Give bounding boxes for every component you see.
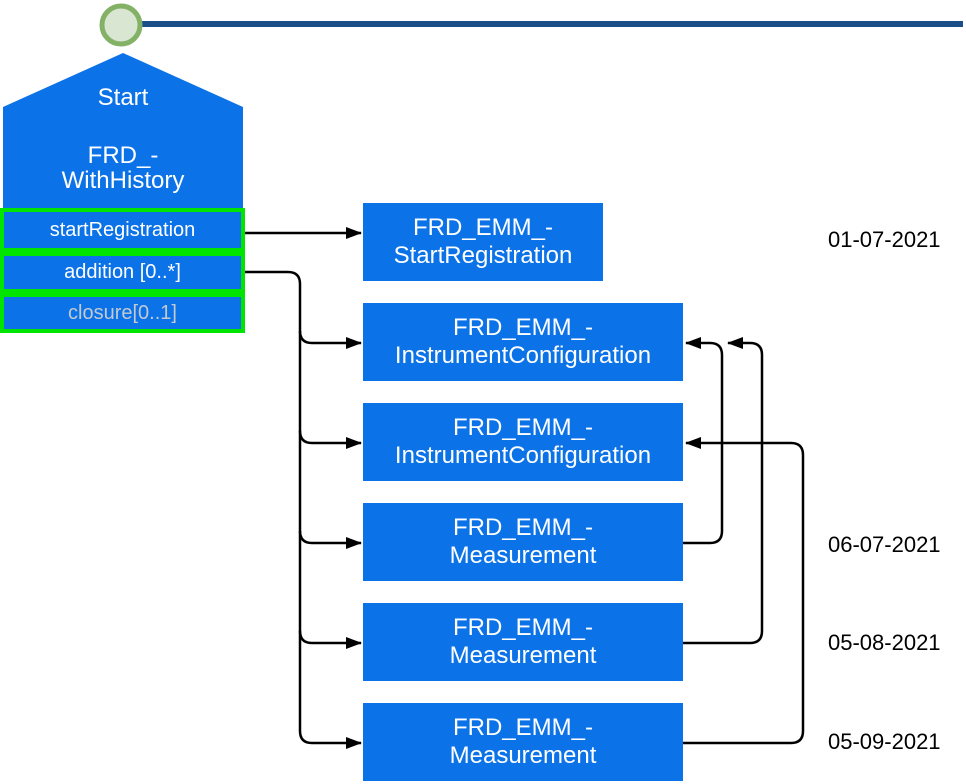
operation-label: addition [0..*] bbox=[64, 261, 181, 283]
connector-addition-trunk-to-measurement-3 bbox=[245, 270, 362, 749]
start-node-name-line1: FRD_- bbox=[87, 142, 159, 169]
event-box-instrumentconfiguration-1: FRD_EMM_- InstrumentConfiguration bbox=[363, 303, 683, 381]
start-node-title: Start bbox=[97, 84, 149, 111]
event-box-line1: FRD_EMM_- bbox=[412, 214, 553, 241]
start-event-circle bbox=[99, 3, 143, 47]
event-box-measurement-1: FRD_EMM_- Measurement bbox=[363, 503, 683, 581]
connector-addition-to-measurement-2 bbox=[298, 630, 362, 649]
operation-label: startRegistration bbox=[49, 218, 196, 241]
connector-measurement-1-to-instrumentconfiguration-1 bbox=[683, 337, 724, 545]
event-box-measurement-3: FRD_EMM_- Measurement bbox=[363, 703, 683, 781]
event-box-instrumentconfiguration-2: FRD_EMM_- InstrumentConfiguration bbox=[363, 403, 683, 481]
event-box-line2: StartRegistration bbox=[393, 242, 573, 269]
event-box-line2: Measurement bbox=[449, 742, 597, 769]
event-box-line1: FRD_EMM_- bbox=[452, 514, 593, 541]
operation-row-startregistration: startRegistration bbox=[0, 208, 245, 252]
event-box-startregistration: FRD_EMM_- StartRegistration bbox=[363, 203, 603, 281]
operation-label: closure[0..1] bbox=[68, 301, 177, 324]
connector-addition-to-measurement-1 bbox=[298, 530, 362, 549]
start-node-name-line2: WithHistory bbox=[61, 167, 185, 194]
event-box-line1: FRD_EMM_- bbox=[452, 614, 593, 641]
date-label-2: 06-07-2021 bbox=[828, 532, 941, 557]
start-node-name: FRD_- WithHistory bbox=[3, 143, 243, 193]
event-box-line2: Measurement bbox=[449, 642, 597, 669]
date-label-3: 05-08-2021 bbox=[828, 630, 941, 655]
event-box-line2: InstrumentConfiguration bbox=[394, 342, 652, 369]
event-box-line2: InstrumentConfiguration bbox=[394, 442, 652, 469]
event-box-line1: FRD_EMM_- bbox=[452, 714, 593, 741]
date-label-4: 05-09-2021 bbox=[828, 729, 941, 754]
operation-row-addition: addition [0..*] bbox=[0, 252, 245, 293]
operation-row-closure: closure[0..1] bbox=[0, 293, 245, 333]
event-box-line1: FRD_EMM_- bbox=[452, 314, 593, 341]
connector-addition-to-instrumentconfiguration-2 bbox=[298, 430, 362, 449]
event-box-measurement-2: FRD_EMM_- Measurement bbox=[363, 603, 683, 681]
connector-measurement-3-to-instrumentconfiguration-2 bbox=[683, 437, 805, 745]
event-box-line1: FRD_EMM_- bbox=[452, 414, 593, 441]
date-label-1: 01-07-2021 bbox=[828, 227, 941, 252]
event-box-line2: Measurement bbox=[449, 542, 597, 569]
connector-measurement-2-to-instrumentconfiguration-1 bbox=[683, 337, 764, 645]
connector-addition-to-instrumentconfiguration-1 bbox=[298, 330, 362, 349]
